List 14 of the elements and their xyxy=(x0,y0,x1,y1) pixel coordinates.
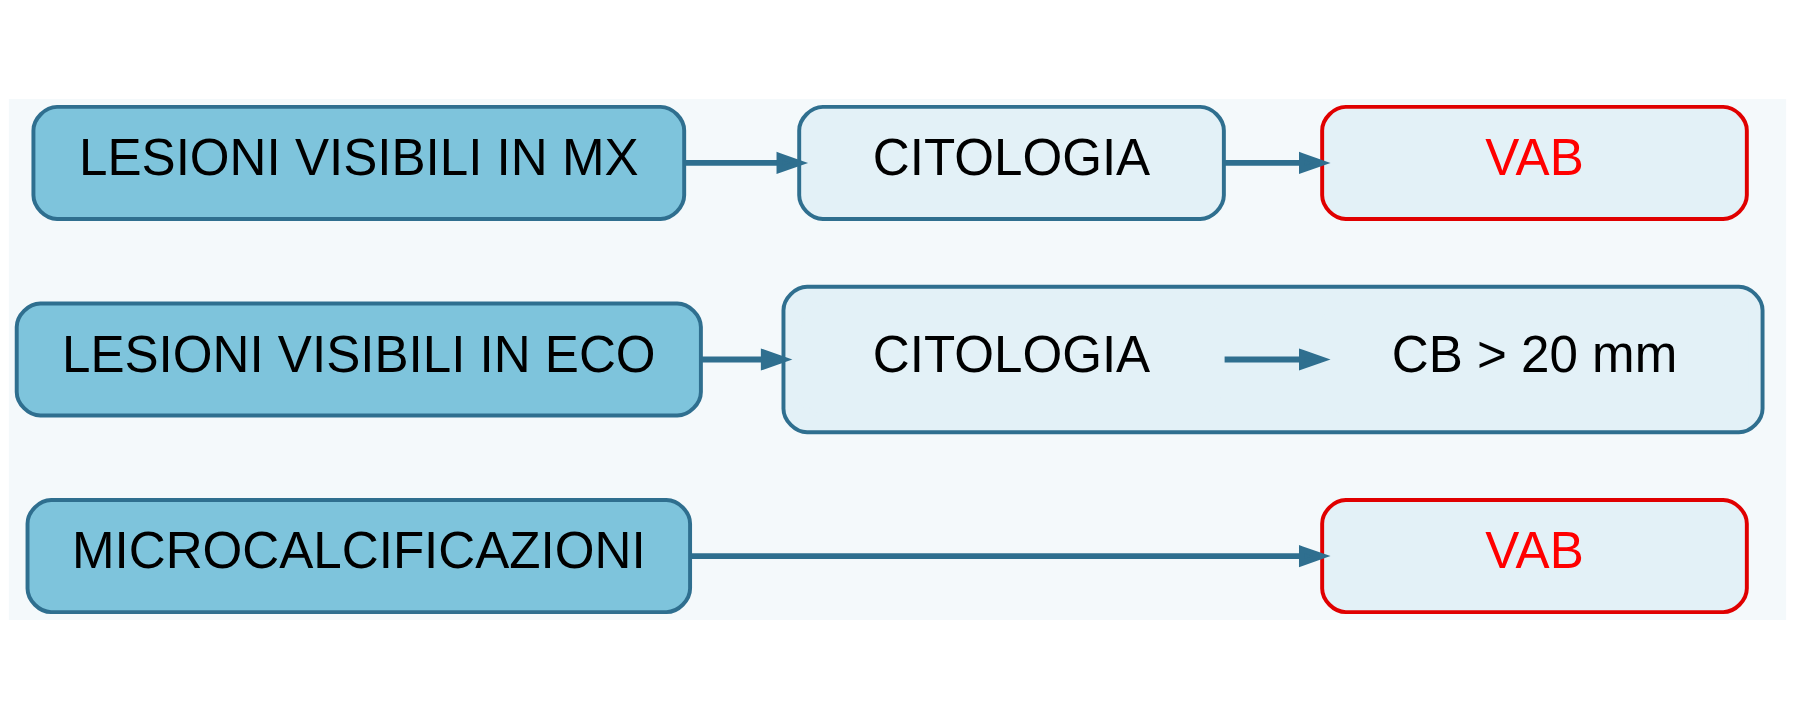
arrow xyxy=(690,545,1331,568)
node-text: CB > 20 mm xyxy=(1391,325,1678,383)
cluster xyxy=(781,284,1765,435)
node-box: CITOLOGIA xyxy=(797,104,1226,221)
node-box: LESIONI VISIBILI IN MX xyxy=(31,104,687,221)
node-box: MICROCALCIFICAZIONI xyxy=(25,498,693,615)
node-box: VAB xyxy=(1320,104,1749,221)
node-text: CITOLOGIA xyxy=(872,325,1151,383)
node-box: VAB xyxy=(1320,498,1749,615)
node-box: LESIONI VISIBILI IN ECO xyxy=(14,301,703,418)
arrow xyxy=(1224,348,1331,371)
arrow xyxy=(684,151,809,174)
arrow xyxy=(701,348,793,371)
arrow xyxy=(1224,151,1331,174)
